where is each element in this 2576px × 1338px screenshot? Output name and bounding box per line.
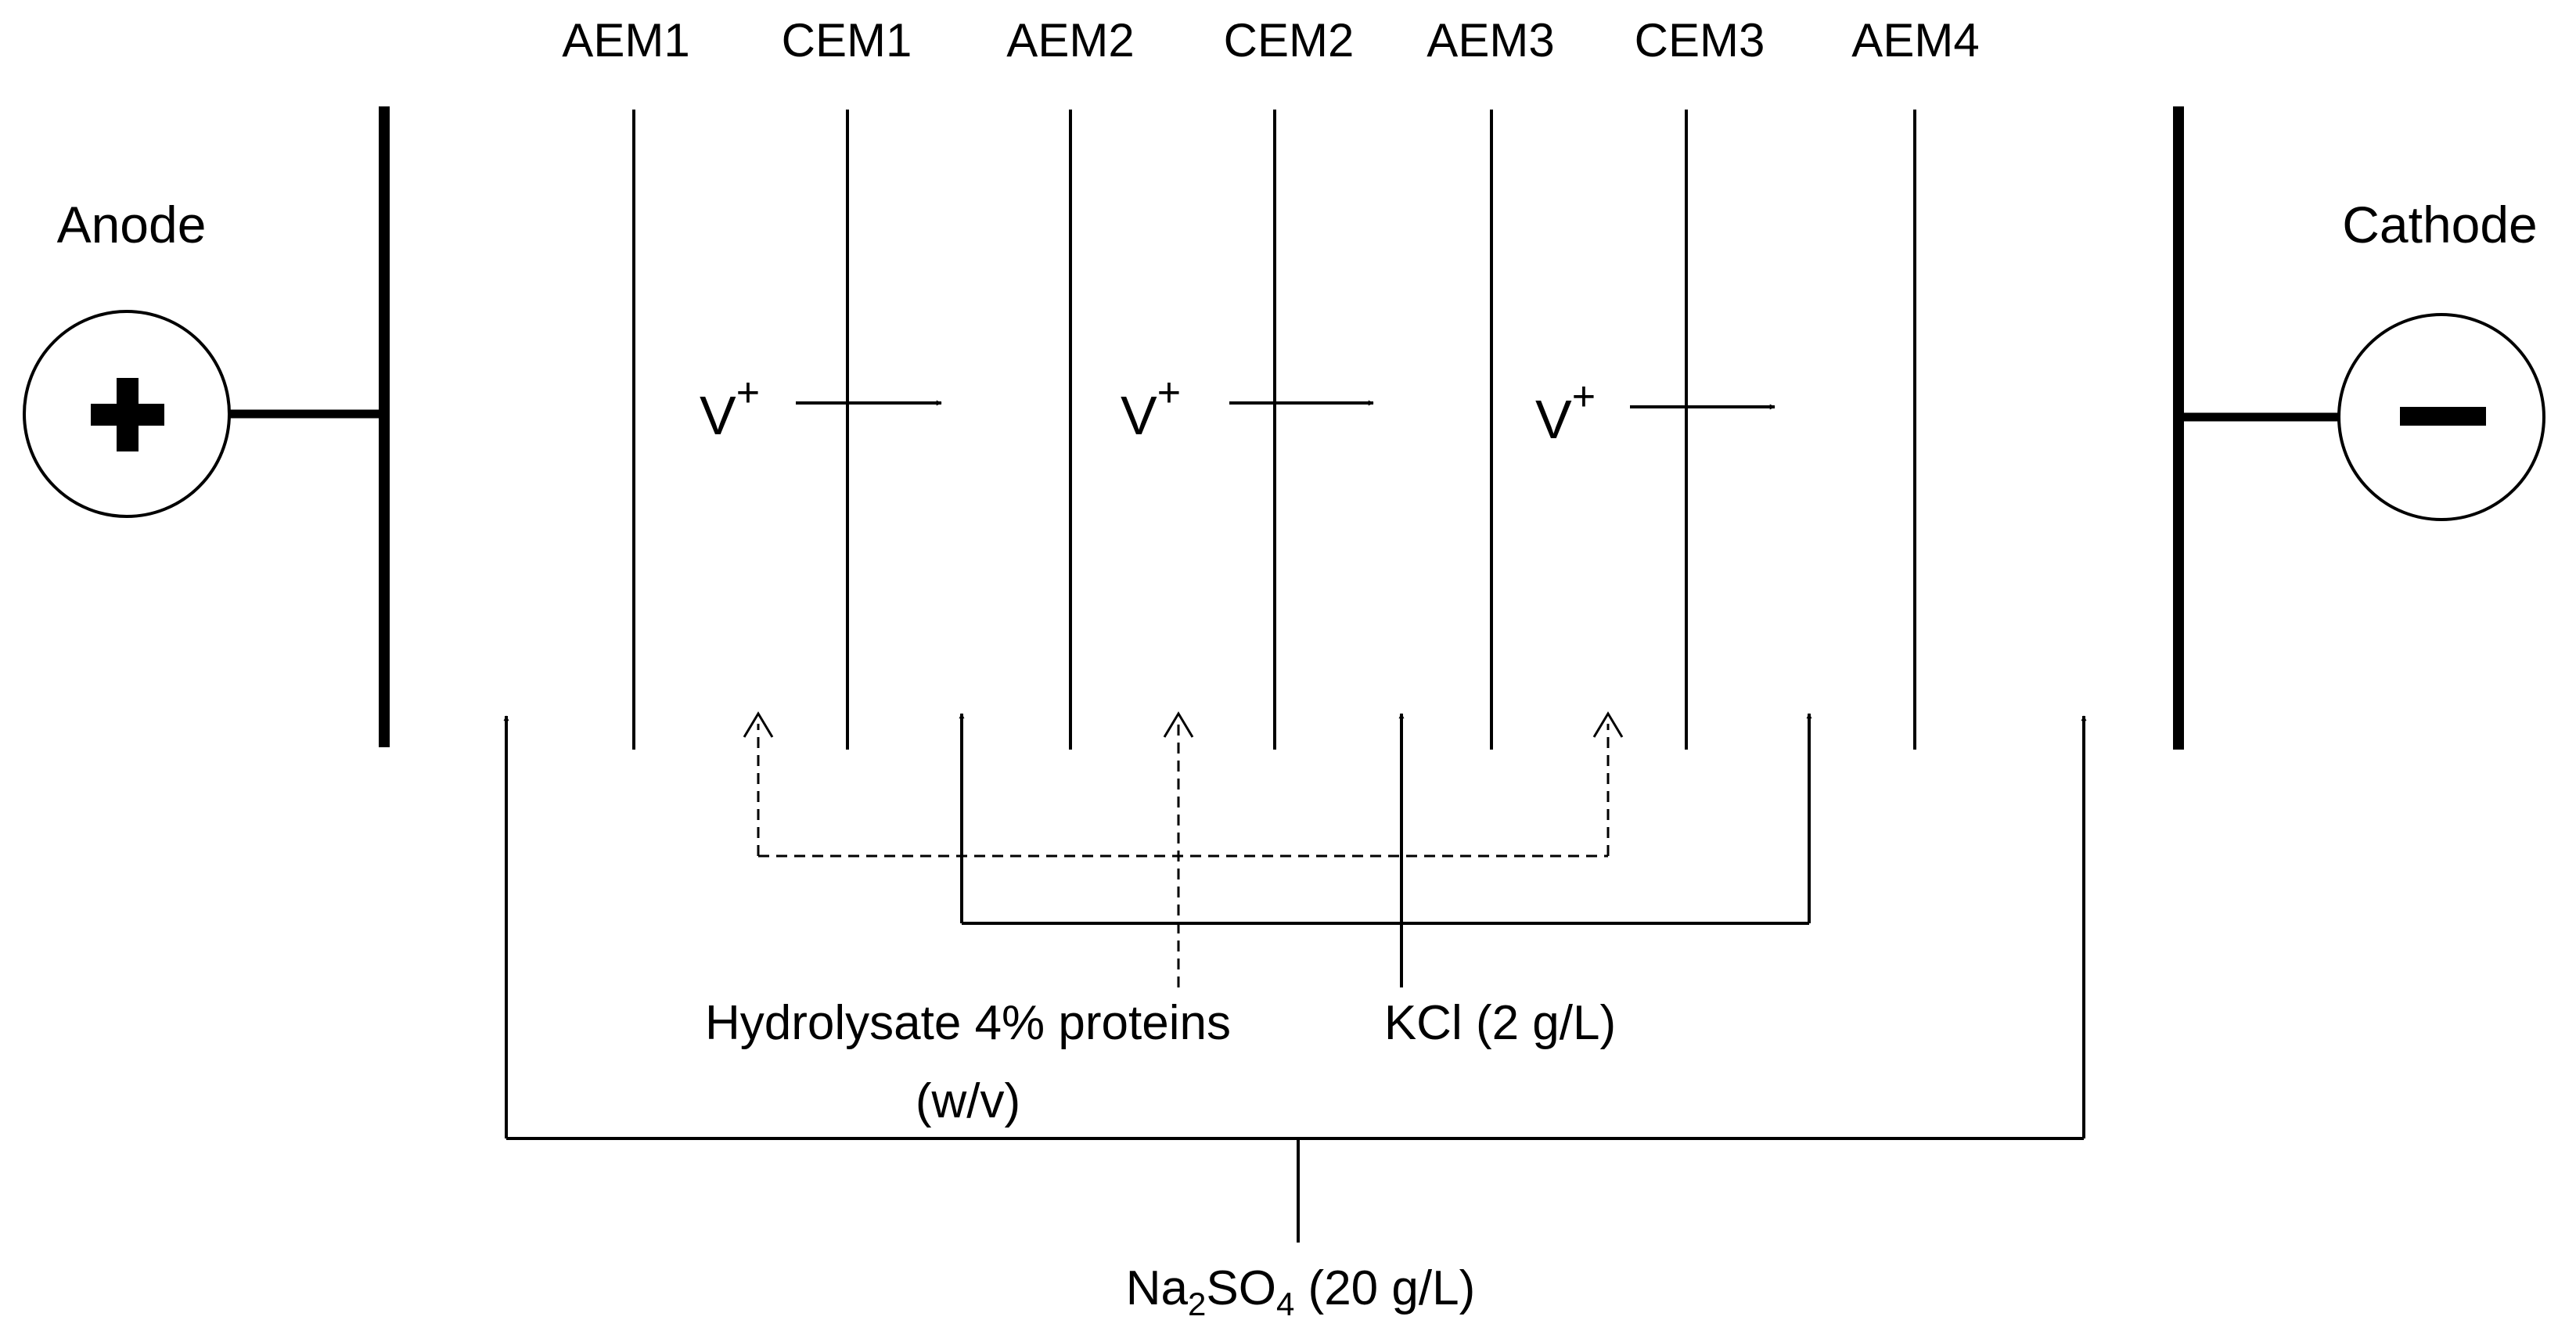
membrane-label-aem3: AEM3 (1427, 14, 1554, 67)
ion-label: V+ (700, 370, 760, 446)
feed-labels: Hydrolysate 4% proteins (w/v) KCl (2 g/L… (705, 996, 1616, 1322)
kcl-label: KCl (2 g/L) (1384, 996, 1616, 1050)
open-arrowhead (743, 711, 774, 738)
ion-label: V+ (1121, 370, 1181, 446)
open-arrowhead (1163, 711, 1194, 738)
anode-label: Anode (57, 196, 207, 254)
hydrolysate-inlet-arrowheads (743, 711, 1624, 738)
cathode: Cathode (2173, 106, 2545, 750)
open-arrowhead (1592, 711, 1624, 738)
hydrolysate-label-line2: (w/v) (916, 1074, 1020, 1128)
ion-migration: V+ V+ V+ (700, 370, 1775, 450)
hydrolysate-feed-lines (757, 724, 1610, 987)
membrane-label-cem1: CEM1 (782, 14, 912, 67)
ion-migration-2: V+ (1121, 370, 1374, 446)
ion-migration-1: V+ (700, 370, 942, 446)
kcl-feed-lines (959, 713, 1812, 987)
membrane-label-aem4: AEM4 (1851, 14, 1979, 67)
ion-label: V+ (1535, 374, 1596, 450)
electrode-rinse-feed-lines (503, 715, 2087, 1243)
hydrolysate-label-line1: Hydrolysate 4% proteins (705, 996, 1231, 1050)
minus-icon (2400, 407, 2486, 426)
membrane-label-aem1: AEM1 (562, 14, 689, 67)
plus-icon (91, 378, 164, 451)
ion-migration-3: V+ (1535, 374, 1775, 450)
na2so4-label: Na2SO4 (20 g/L) (1126, 1261, 1475, 1322)
membrane-labels: AEM1 CEM1 AEM2 CEM2 AEM3 CEM3 AEM4 (562, 14, 1979, 67)
membrane-label-cem2: CEM2 (1224, 14, 1355, 67)
membranes (632, 110, 1916, 750)
cathode-label: Cathode (2342, 196, 2538, 254)
membrane-label-cem3: CEM3 (1635, 14, 1765, 67)
anode: Anode (23, 106, 390, 747)
membrane-label-aem2: AEM2 (1006, 14, 1134, 67)
